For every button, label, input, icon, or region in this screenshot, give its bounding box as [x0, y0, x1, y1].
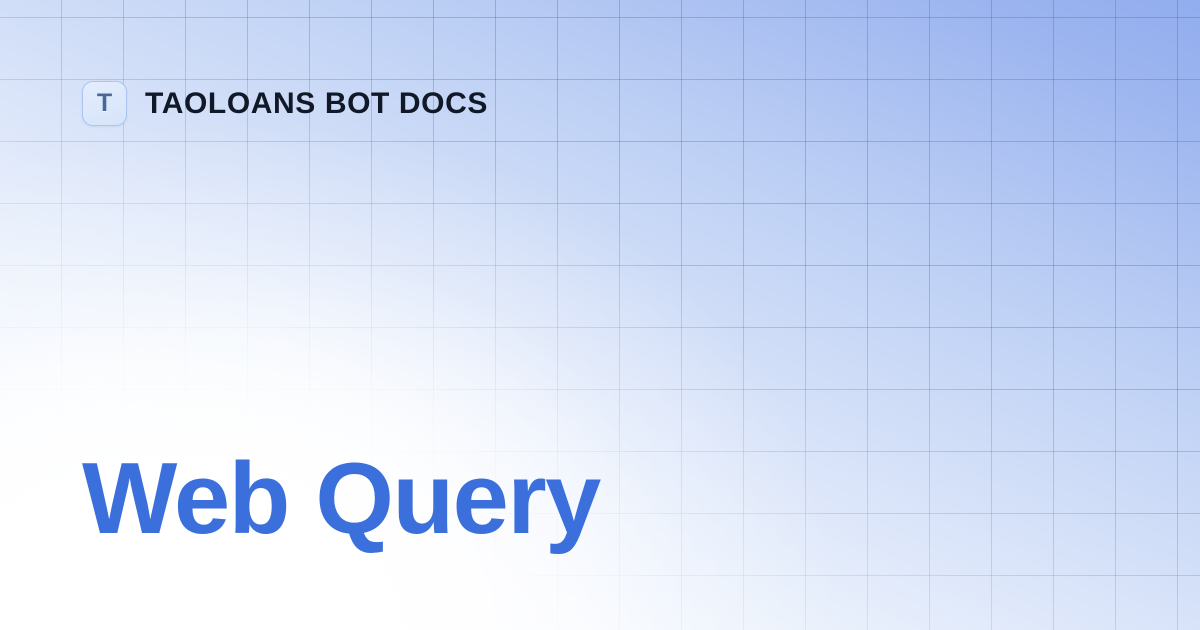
- brand-lockup: T TAOLOANS BOT DOCS: [82, 81, 488, 126]
- brand-name-label: TAOLOANS BOT DOCS: [145, 86, 488, 120]
- page-title: Web Query: [82, 443, 601, 555]
- brand-logo-badge: T: [82, 81, 127, 126]
- brand-logo-letter: T: [96, 89, 113, 117]
